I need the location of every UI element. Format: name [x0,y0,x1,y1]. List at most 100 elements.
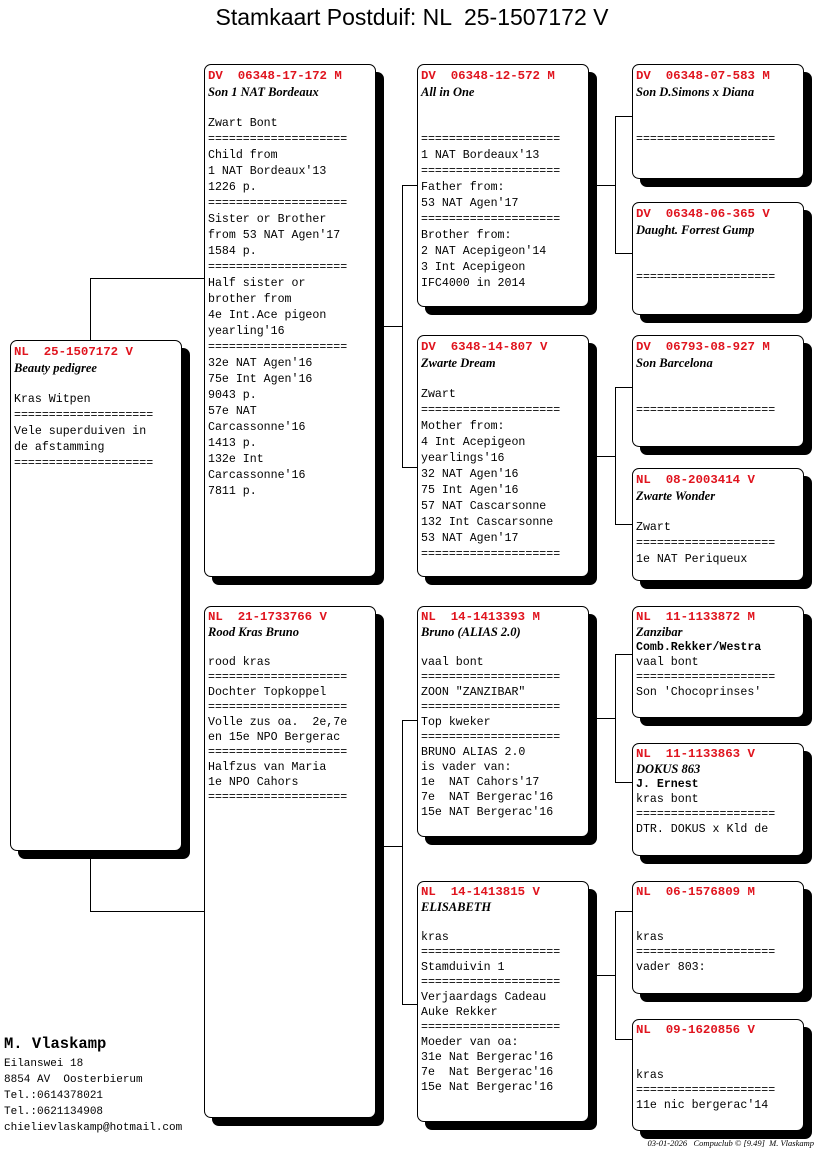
info-line: 4e Int.Ace pigeon [208,309,327,322]
info-line: 4 Int Acepigeon [421,436,526,449]
ring-number: NL 08-2003414 V [636,473,755,487]
info-line: Sister or Brother [208,213,327,226]
info-line: Stamduivin 1 [421,961,505,974]
pigeon-name: Zwarte Wonder [636,489,716,503]
info-line: Kras Witpen [14,393,91,406]
info-line [636,238,803,254]
info-line [636,116,803,132]
ring-number: DV 06348-17-172 M [208,69,342,83]
info-line: 7e NAT Bergerac'16 [421,791,554,804]
info-line: Half sister or [208,277,306,290]
info-line: Volle zus oa. 2e,7e [208,716,348,729]
owner-email: chielievlaskamp@hotmail.com [4,1122,183,1134]
info-line: 11e nic bergerac'14 [636,1099,769,1112]
info-line [636,387,803,403]
info-line: 15e Nat Bergerac'16 [421,1081,554,1094]
info-line: kras [636,1069,664,1082]
info-line: Brother from: [421,229,512,242]
info-line [636,915,803,930]
info-line: kras [421,931,449,944]
separator: ==================== [636,1084,776,1097]
info-line: 132e Int [208,453,264,466]
info-line: brother from [208,293,292,306]
info-line: 7e Nat Bergerac'16 [421,1066,554,1079]
info-line: Halfzus van Maria [208,761,327,774]
owner-city: 8854 AV Oosterbierum [4,1074,143,1086]
separator: ==================== [208,671,348,684]
pigeon-name: Zwarte Dream [421,356,496,370]
info-line: yearlings'16 [421,452,505,465]
pigeon-name: Bruno (ALIAS 2.0) [421,625,521,639]
info-line: Father from: [421,181,505,194]
info-line: Carcassonne'16 [208,469,306,482]
info-line: Moeder van oa: [421,1036,519,1049]
ring-number: NL 25-1507172 V [14,345,133,359]
info-line: 31e Nat Bergerac'16 [421,1051,554,1064]
info-line: 2 NAT Acepigeon'14 [421,245,547,258]
info-line: 75e Int Agen'16 [208,373,313,386]
pigeon-name [636,900,803,915]
info-line: en 15e NPO Bergerac [208,731,341,744]
pigeon-name: Son D.Simons x Diana [636,85,755,99]
info-line: 1e NAT Cahors'17 [421,776,540,789]
separator: ==================== [421,701,561,714]
info-line: from 53 NAT Agen'17 [208,229,341,242]
separator: ==================== [208,791,348,804]
info-line [636,100,803,116]
owner-phone-1: Tel.:0614378021 [4,1090,104,1102]
separator: ==================== [421,548,561,561]
ring-number: DV 6348-14-807 V [421,340,548,354]
info-line: vaal bont [421,656,484,669]
owner-info: M. Vlaskamp Eilanswei 18 8854 AV Oosterb… [4,1034,182,1136]
page-title: Stamkaart Postduif: NL 25-1507172 V [215,4,609,30]
info-line: 132 Int Cascarsonne [421,516,554,529]
info-line: Verjaardags Cadeau [421,991,547,1004]
info-line: BRUNO ALIAS 2.0 [421,746,526,759]
info-line: 1e NPO Cahors [208,776,299,789]
owner-phone-2: Tel.:0621134908 [4,1106,104,1118]
info-line: ZOON "ZANZIBAR" [421,686,526,699]
info-line [421,100,588,116]
info-line [421,640,588,655]
pigeon-name: Son Barcelona [636,356,713,370]
info-line: 53 NAT Agen'17 [421,197,519,210]
info-line: 57e NAT [208,405,257,418]
info-line [421,116,588,132]
ring-number: NL 21-1733766 V [208,610,327,624]
separator: ==================== [208,261,348,274]
owner-name: M. Vlaskamp [4,1035,107,1053]
pigeon-name: Rood Kras Bruno [208,625,300,639]
info-line: 1 NAT Bordeaux'13 [208,165,327,178]
info-line [636,1053,803,1068]
ring-number: NL 06-1576809 M [636,885,755,899]
info-line: Zwart [421,388,456,401]
info-line: IFC4000 in 2014 [421,277,526,290]
ring-number: DV 06348-07-583 M [636,69,770,83]
separator: ==================== [421,133,561,146]
ring-number: DV 06793-08-927 M [636,340,770,354]
ring-number: DV 06348-12-572 M [421,69,555,83]
info-line: 53 NAT Agen'17 [421,532,519,545]
separator: ==================== [208,197,348,210]
separator: ==================== [421,165,561,178]
ring-number: NL 14-1413815 V [421,885,540,899]
info-line: 9043 p. [208,389,257,402]
info-line: DTR. DOKUS x Kld de [636,823,769,836]
separator: ==================== [636,808,776,821]
info-line: Dochter Topkoppel [208,686,327,699]
